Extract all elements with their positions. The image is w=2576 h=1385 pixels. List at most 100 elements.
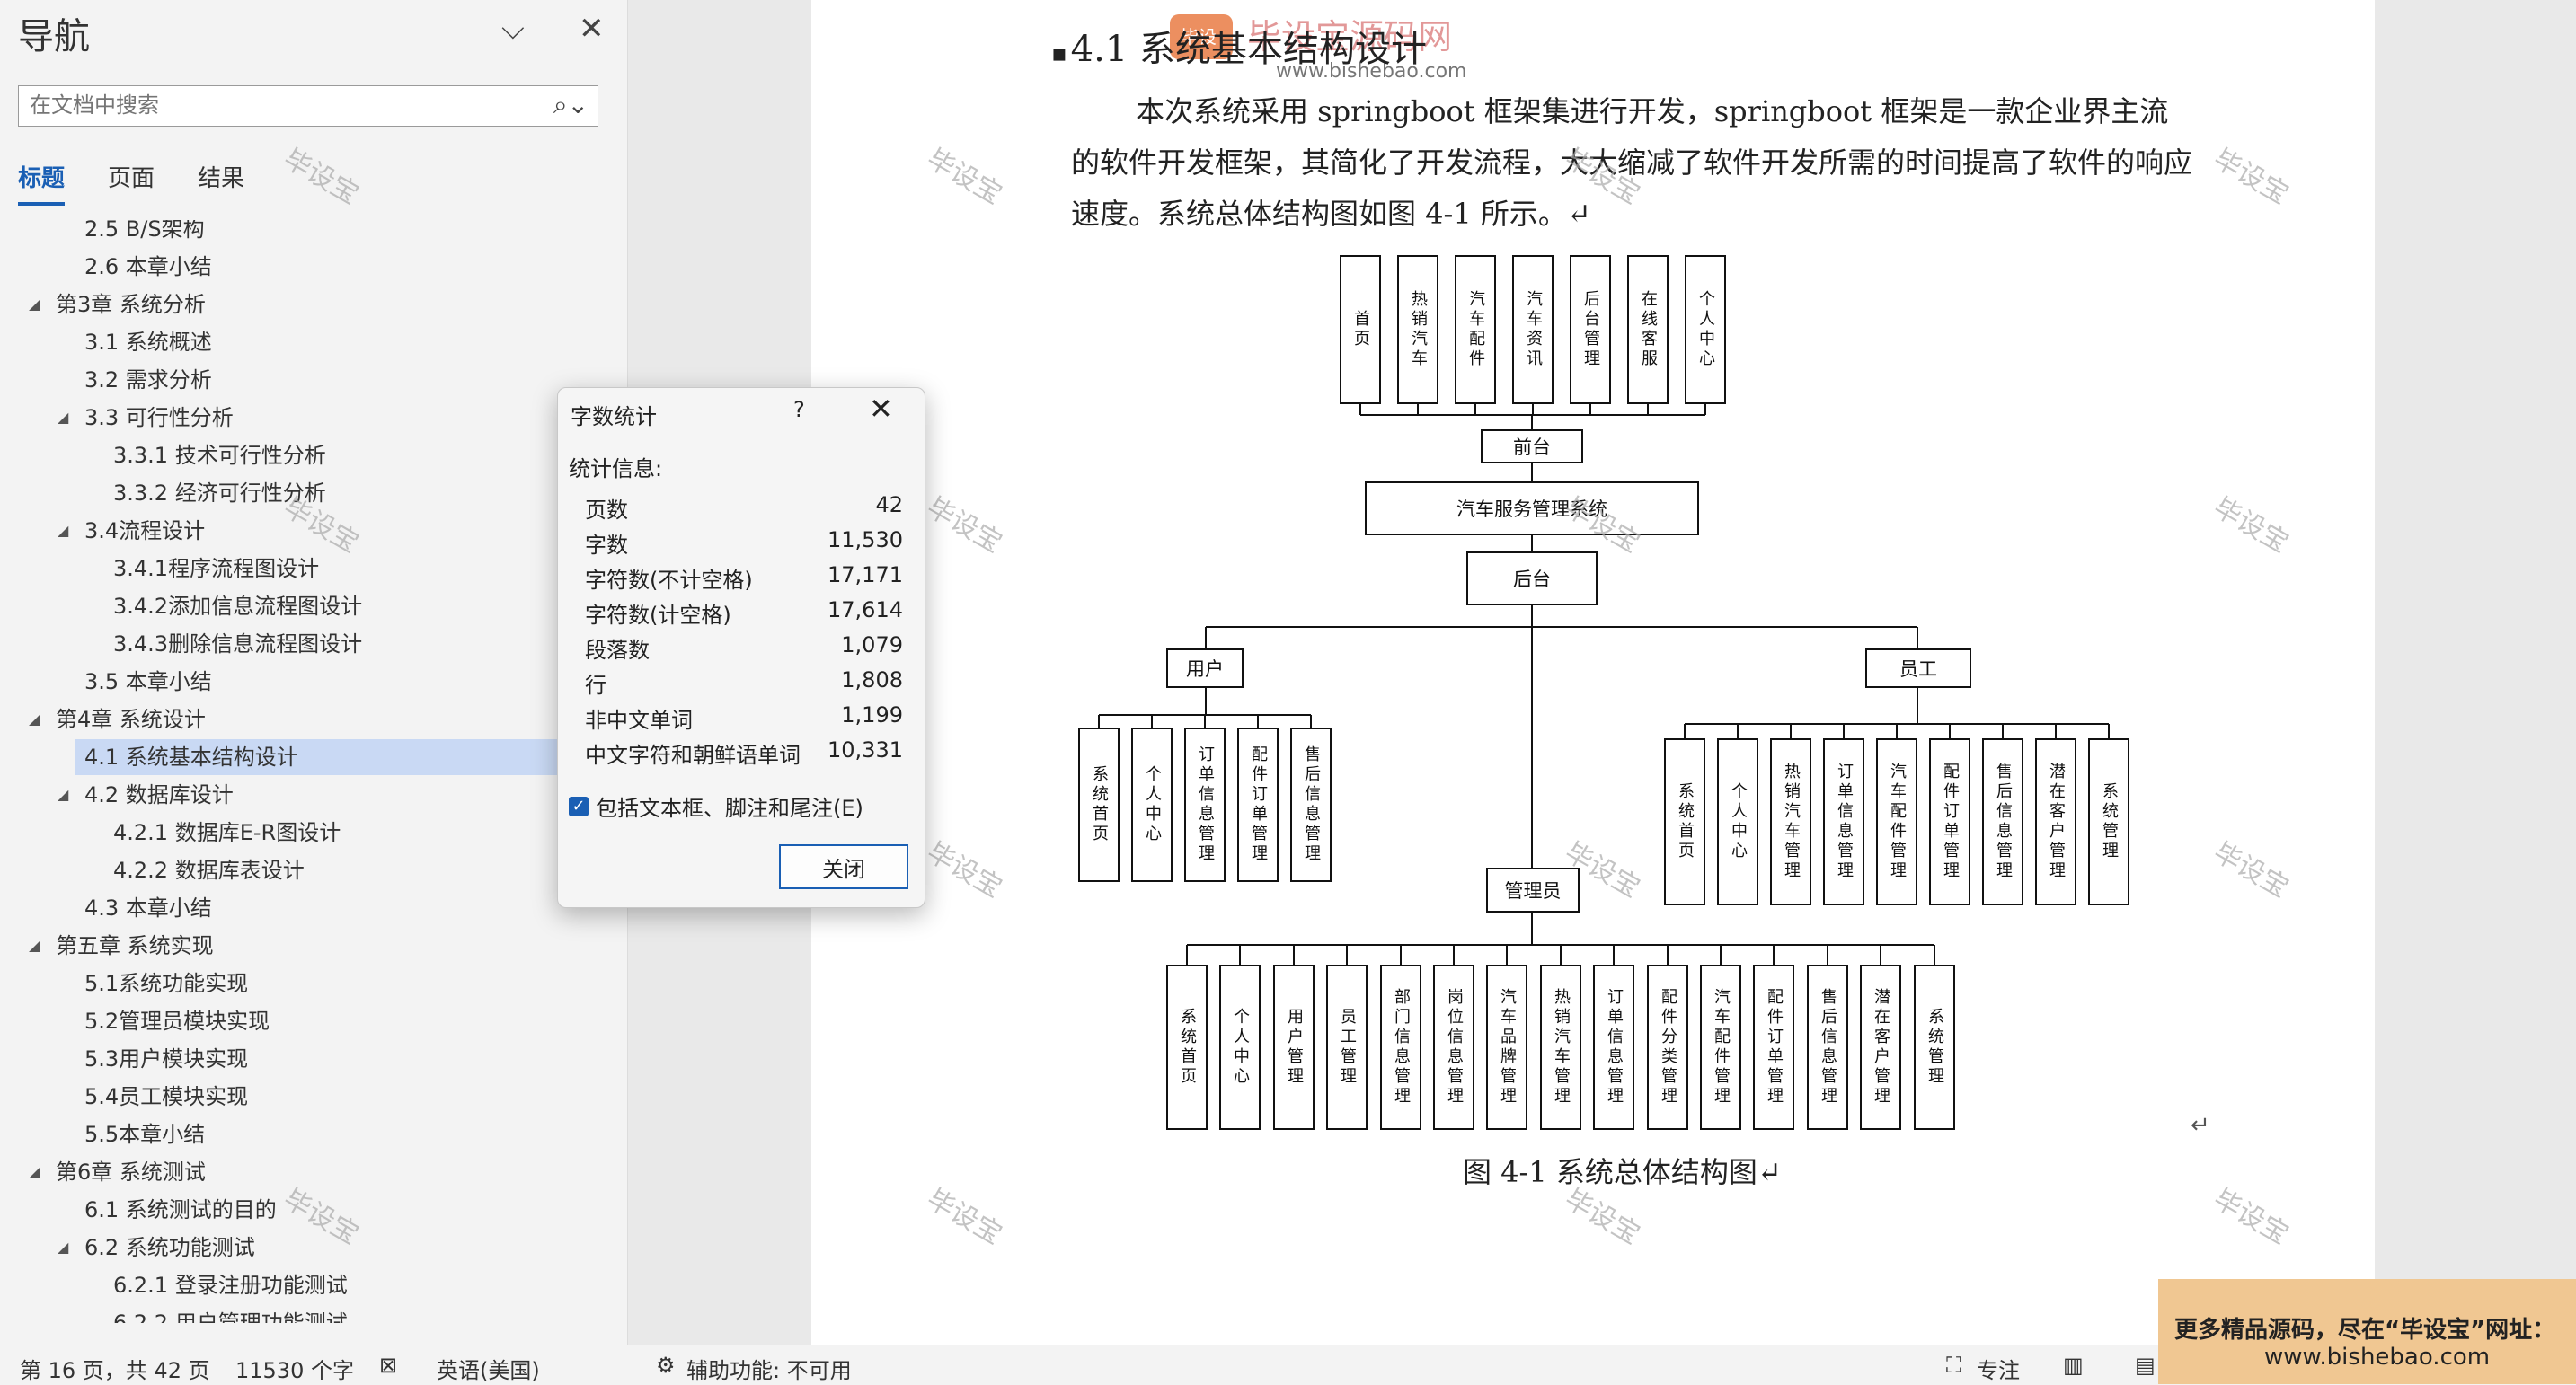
outline-item[interactable]: 3.3.2 经济可行性分析 — [113, 481, 326, 506]
outline-item[interactable]: 3.4.3删除信息流程图设计 — [113, 631, 363, 657]
promo-text: 更多精品源码，尽在“毕设宝”网址： — [2174, 1317, 2556, 1344]
outline-item[interactable]: 3.4流程设计 — [84, 518, 206, 543]
admin-module-box: 配件订单管理 — [1753, 965, 1794, 1130]
front-module-box-label: 热销汽车 — [1409, 290, 1428, 369]
outline-item[interactable]: 5.3用户模块实现 — [84, 1046, 249, 1072]
logo-url: www.bishebao.com — [1276, 60, 1466, 83]
outline-item[interactable]: 3.3.1 技术可行性分析 — [113, 443, 326, 468]
user-module-box-label: 售后信息管理 — [1302, 745, 1321, 864]
stat-label: 字符数(计空格) — [585, 603, 731, 628]
promo-url[interactable]: www.bishebao.com — [2264, 1344, 2491, 1371]
expand-icon[interactable]: ◢ — [29, 710, 40, 728]
stat-label: 行 — [585, 673, 606, 698]
close-icon[interactable]: ✕ — [869, 392, 893, 426]
front-module-box-label: 个人中心 — [1696, 290, 1715, 369]
outline-item[interactable]: 第6章 系统测试 — [56, 1160, 206, 1185]
focus-icon[interactable]: ⛶ — [1946, 1353, 1961, 1378]
admin-module-box-label: 配件订单管理 — [1765, 988, 1784, 1107]
admin-box: 管理员 — [1486, 868, 1580, 913]
employee-module-box-label: 汽车配件管理 — [1888, 763, 1907, 881]
close-button[interactable]: 关闭 — [779, 844, 908, 889]
expand-icon[interactable]: ◢ — [29, 937, 40, 954]
expand-icon[interactable]: ◢ — [29, 296, 40, 313]
nav-title: 导航 — [18, 16, 90, 57]
expand-icon[interactable]: ◢ — [58, 1239, 69, 1256]
outline-item[interactable]: 6.1 系统测试的目的 — [84, 1197, 277, 1222]
accessibility-status[interactable]: 辅助功能: 不可用 — [686, 1358, 852, 1383]
admin-module-box: 员工管理 — [1326, 965, 1368, 1130]
chevron-down-icon[interactable]: ⌵ — [501, 11, 525, 47]
admin-module-box-label: 系统管理 — [1925, 1008, 1944, 1087]
tab-pages[interactable]: 页面 — [108, 165, 155, 192]
employee-module-box: 系统管理 — [2088, 738, 2129, 905]
checkmark-icon[interactable]: ✓ — [569, 796, 589, 816]
outline-item[interactable]: 4.3 本章小结 — [84, 895, 212, 921]
admin-module-box-label: 用户管理 — [1285, 1008, 1304, 1087]
outline-item[interactable]: 第五章 系统实现 — [56, 933, 214, 958]
admin-module-box-label: 配件分类管理 — [1659, 988, 1677, 1107]
admin-module-box: 热销汽车管理 — [1540, 965, 1581, 1130]
focus-button[interactable]: 专注 — [1977, 1358, 2020, 1383]
outline-item[interactable]: 3.4.1程序流程图设计 — [113, 556, 320, 581]
admin-module-box-label: 汽车品牌管理 — [1498, 988, 1517, 1107]
outline-item[interactable]: 5.5本章小结 — [84, 1122, 206, 1147]
outline-item[interactable]: 4.2 数据库设计 — [84, 782, 234, 807]
close-icon[interactable]: ✕ — [579, 11, 605, 47]
employee-module-box-label: 个人中心 — [1729, 782, 1748, 861]
language-indicator[interactable]: 英语(美国) — [437, 1358, 540, 1383]
outline-item[interactable]: 5.4员工模块实现 — [84, 1084, 249, 1109]
search-input[interactable] — [19, 86, 544, 124]
outline-item[interactable]: 6.2.1 登录注册功能测试 — [113, 1273, 348, 1298]
outline-item[interactable]: 3.1 系统概述 — [84, 330, 212, 355]
help-icon[interactable]: ? — [793, 397, 805, 422]
admin-module-box: 用户管理 — [1273, 965, 1315, 1130]
search-box[interactable]: ⌕⌄ — [18, 85, 598, 127]
admin-module-box: 订单信息管理 — [1593, 965, 1634, 1130]
svg-text:毕设: 毕设 — [1181, 26, 1217, 48]
outline-item[interactable]: 6.2 系统功能测试 — [84, 1235, 255, 1260]
expand-icon[interactable]: ◢ — [58, 786, 69, 803]
outline-item[interactable]: 第3章 系统分析 — [56, 292, 206, 317]
expand-icon[interactable]: ◢ — [29, 1163, 40, 1180]
print-layout-icon[interactable]: ▤ — [2135, 1353, 2156, 1378]
outline-item[interactable]: 4.1 系统基本结构设计 — [75, 739, 627, 775]
employee-module-box: 潜在客户管理 — [2035, 738, 2076, 905]
outline-item[interactable]: 第4章 系统设计 — [56, 707, 206, 732]
outline-item[interactable]: 3.5 本章小结 — [84, 669, 212, 694]
proofing-icon[interactable]: ⊠ — [379, 1353, 398, 1378]
outline-item[interactable]: 2.5 B/S架构 — [84, 220, 205, 242]
front-module-box: 热销汽车 — [1397, 255, 1438, 404]
employee-module-box-label: 售后信息管理 — [1994, 763, 2013, 881]
outline-item[interactable]: 5.2管理员模块实现 — [84, 1009, 270, 1034]
expand-icon[interactable]: ◢ — [58, 522, 69, 539]
front-module-box-label: 首页 — [1351, 310, 1370, 349]
front-module-box-label: 在线客服 — [1639, 290, 1658, 369]
tab-headings[interactable]: 标题 — [18, 160, 66, 206]
outline-item[interactable]: 2.6 本章小结 — [84, 254, 212, 279]
admin-module-box-label: 汽车配件管理 — [1712, 988, 1731, 1107]
include-textboxes-checkbox[interactable]: ✓ 包括文本框、脚注和尾注(E) — [569, 790, 863, 822]
stat-row: 字符数(计空格)17,614 — [585, 597, 912, 631]
admin-module-box-label: 热销汽车管理 — [1552, 988, 1571, 1107]
front-module-box: 汽车配件 — [1455, 255, 1496, 404]
outline-item[interactable]: 6.2.2 用户管理功能测试 — [113, 1310, 348, 1323]
admin-module-box-label: 订单信息管理 — [1605, 988, 1624, 1107]
outline-item[interactable]: 3.3 可行性分析 — [84, 405, 234, 430]
expand-icon[interactable]: ◢ — [58, 409, 69, 426]
search-icon[interactable]: ⌕⌄ — [553, 90, 589, 119]
stat-label: 中文字符和朝鲜语单词 — [585, 743, 801, 768]
outline-item[interactable]: 3.4.2添加信息流程图设计 — [113, 594, 363, 619]
word-count[interactable]: 11530 个字 — [235, 1358, 354, 1383]
page-indicator[interactable]: 第 16 页，共 42 页 — [20, 1358, 210, 1383]
front-module-box: 后台管理 — [1570, 255, 1611, 404]
admin-module-box-label: 部门信息管理 — [1392, 988, 1411, 1107]
tab-results[interactable]: 结果 — [198, 165, 245, 192]
outline-item[interactable]: 5.1系统功能实现 — [84, 971, 249, 996]
front-module-box: 汽车资讯 — [1512, 255, 1554, 404]
outline-item[interactable]: 3.2 需求分析 — [84, 367, 212, 393]
outline-item[interactable]: 4.2.2 数据库表设计 — [113, 858, 305, 883]
outline-item[interactable]: 4.2.1 数据库E-R图设计 — [113, 820, 341, 845]
read-mode-icon[interactable]: ▥ — [2063, 1353, 2084, 1378]
promo-banner[interactable]: 更多精品源码，尽在“毕设宝”网址： www.bishebao.com — [2158, 1279, 2576, 1384]
